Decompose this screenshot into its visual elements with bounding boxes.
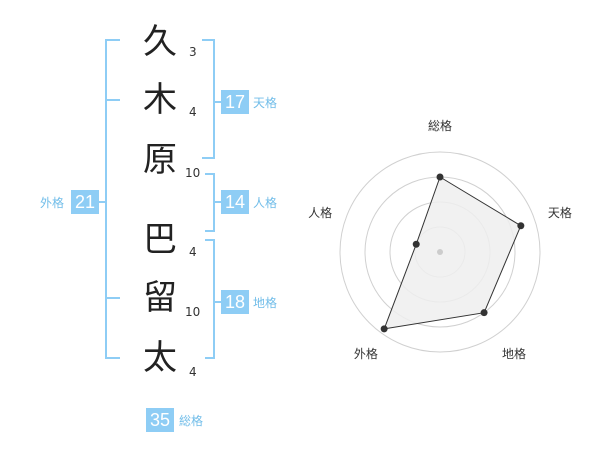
radar-point-5 (412, 240, 420, 248)
soukaku-value: 35 (146, 408, 174, 432)
chikaku-bracket (205, 239, 215, 359)
radar-axis-label-3: 地格 (502, 346, 526, 361)
radar-ring-4 (339, 151, 541, 353)
stroke-count-1: 3 (189, 45, 197, 59)
radar-axis-label-2: 天格 (548, 205, 572, 220)
gaikaku-bracket (105, 39, 120, 359)
name-char-6: 太 (143, 338, 177, 378)
stroke-count-5: 10 (185, 305, 201, 319)
jinkaku-value: 14 (221, 190, 249, 214)
radar-axis-label-1: 総格 (428, 118, 452, 133)
radar-axis-label-4: 外格 (354, 346, 378, 361)
chikaku-label: 地格 (253, 296, 278, 310)
jinkaku-label: 人格 (253, 196, 278, 210)
stroke-count-3: 10 (185, 166, 201, 180)
stroke-count-6: 4 (189, 365, 197, 379)
tenkaku-value: 17 (221, 90, 249, 114)
tenkaku-label: 天格 (253, 96, 278, 110)
radar-center-dot (437, 249, 443, 255)
radar-axis-label-5: 人格 (308, 205, 332, 220)
radar-point-1 (436, 173, 444, 181)
radar-point-2 (517, 222, 525, 230)
gaikaku-label: 外格 (40, 196, 65, 210)
name-char-4: 巴 (143, 220, 177, 260)
radar-point-3 (480, 309, 488, 317)
name-char-2: 木 (143, 80, 177, 120)
tenkaku-bracket (202, 39, 215, 159)
stroke-count-2: 4 (189, 105, 197, 119)
radar-area (383, 176, 522, 330)
name-char-5: 留 (143, 278, 177, 318)
chikaku-value: 18 (221, 290, 249, 314)
stroke-count-4: 4 (189, 245, 197, 259)
radar-point-4 (380, 325, 388, 333)
name-char-3: 原 (143, 140, 177, 180)
soukaku-label: 総格 (179, 414, 204, 428)
name-char-1: 久 (143, 22, 177, 62)
gaikaku-value: 21 (71, 190, 99, 214)
